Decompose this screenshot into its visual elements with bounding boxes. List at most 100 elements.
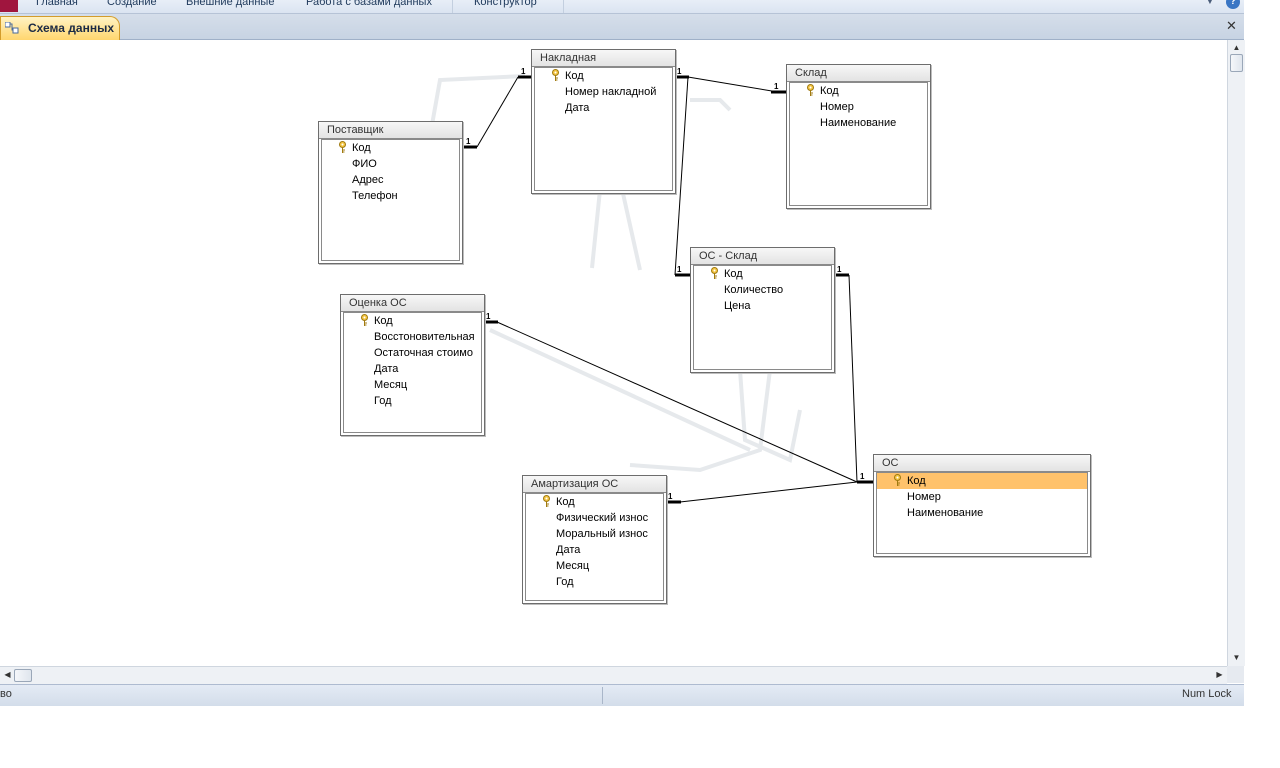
field-label: Код bbox=[556, 496, 575, 508]
table-field[interactable]: Цена bbox=[694, 298, 831, 314]
table-field[interactable]: Код bbox=[526, 494, 663, 510]
table-field[interactable]: Месяц bbox=[344, 377, 481, 393]
field-label: Год bbox=[556, 576, 574, 588]
ribbon-tab-external-data[interactable]: Внешние данные bbox=[186, 0, 275, 8]
table-field[interactable]: Наименование bbox=[790, 115, 927, 131]
table-field[interactable]: Месяц bbox=[526, 558, 663, 574]
table-field[interactable]: Код bbox=[344, 313, 481, 329]
relationship-one-label: 1 bbox=[466, 137, 471, 146]
scroll-up-icon[interactable]: ▲ bbox=[1232, 43, 1241, 52]
horizontal-scrollbar[interactable]: ◀ ▶ bbox=[0, 666, 1227, 684]
horizontal-scroll-thumb[interactable] bbox=[14, 669, 32, 682]
file-button[interactable] bbox=[0, 0, 18, 12]
table-field[interactable]: Остаточная стоимо bbox=[344, 345, 481, 361]
primary-key-icon bbox=[339, 141, 346, 153]
table-field[interactable]: Номер bbox=[790, 99, 927, 115]
field-label: Телефон bbox=[352, 190, 398, 202]
field-label: Адрес bbox=[352, 174, 384, 186]
table-field[interactable]: Дата bbox=[535, 100, 672, 116]
table-field[interactable]: Дата bbox=[344, 361, 481, 377]
table-field[interactable]: Код bbox=[877, 473, 1087, 489]
relationship-shadow-lines bbox=[428, 74, 802, 473]
table-field[interactable]: Моральный износ bbox=[526, 526, 663, 542]
field-label: Наименование bbox=[820, 117, 897, 129]
primary-key-icon bbox=[552, 69, 559, 81]
field-label: Количество bbox=[724, 284, 784, 296]
relationship-one-label: 1 bbox=[774, 82, 779, 91]
scroll-down-icon[interactable]: ▼ bbox=[1232, 653, 1241, 662]
relationship-one-label: 1 bbox=[521, 67, 526, 76]
table-title[interactable]: ОС - Склад bbox=[691, 248, 834, 265]
table-title[interactable]: ОС bbox=[874, 455, 1090, 472]
primary-key-icon bbox=[543, 495, 550, 507]
table-field[interactable]: ФИО bbox=[322, 156, 459, 172]
table-title[interactable]: Склад bbox=[787, 65, 930, 82]
field-label: Дата bbox=[374, 363, 399, 375]
ribbon-tab-designer[interactable]: Конструктор bbox=[474, 0, 537, 8]
relationship-one-label: 1 bbox=[860, 472, 865, 481]
table-field[interactable]: Код bbox=[694, 266, 831, 282]
field-label: Месяц bbox=[374, 379, 408, 391]
table-field[interactable]: Код bbox=[535, 68, 672, 84]
table-field[interactable]: Физический износ bbox=[526, 510, 663, 526]
help-icon[interactable]: ? bbox=[1226, 0, 1240, 9]
table-field[interactable]: Дата bbox=[526, 542, 663, 558]
table-title[interactable]: Накладная bbox=[532, 50, 675, 67]
vertical-scroll-thumb[interactable] bbox=[1230, 54, 1243, 72]
field-label: Код bbox=[820, 85, 839, 97]
status-text: во bbox=[0, 688, 12, 700]
table-title[interactable]: Амартизация ОС bbox=[523, 476, 666, 493]
table-field[interactable]: Год bbox=[344, 393, 481, 409]
field-label: Номер накладной bbox=[565, 86, 657, 98]
ribbon-tab-create[interactable]: Создание bbox=[107, 0, 157, 8]
field-label: Восстоновительная bbox=[374, 331, 475, 343]
table-field[interactable]: Телефон bbox=[322, 188, 459, 204]
field-label: Код bbox=[352, 142, 371, 154]
ribbon-tab-database-tools[interactable]: Работа с базами данных bbox=[306, 0, 432, 8]
ribbon-tab-home[interactable]: Главная bbox=[36, 0, 78, 8]
field-label: Моральный износ bbox=[556, 528, 648, 540]
relationships-icon bbox=[5, 22, 19, 34]
table-title[interactable]: Оценка ОС bbox=[341, 295, 484, 312]
relationship-lines: 1 1 1 1 1 1 1 1 1 bbox=[428, 67, 874, 504]
table-field[interactable]: Адрес bbox=[322, 172, 459, 188]
table-title[interactable]: Поставщик bbox=[319, 122, 462, 139]
field-label: Остаточная стоимо bbox=[374, 347, 473, 359]
document-tab-bar: Схема данных ✕ bbox=[0, 14, 1244, 40]
table-field[interactable]: Код bbox=[790, 83, 927, 99]
field-label: Наименование bbox=[907, 507, 984, 519]
scroll-right-icon[interactable]: ▶ bbox=[1216, 670, 1223, 679]
document-tab-data-schema[interactable]: Схема данных bbox=[0, 16, 120, 40]
table-field[interactable]: Номер накладной bbox=[535, 84, 672, 100]
table-field[interactable]: Количество bbox=[694, 282, 831, 298]
table-field[interactable]: Номер bbox=[877, 489, 1087, 505]
table-field[interactable]: Год bbox=[526, 574, 663, 590]
close-document-icon[interactable]: ✕ bbox=[1226, 18, 1237, 33]
table-field[interactable]: Восстоновительная bbox=[344, 329, 481, 345]
ribbon: Главная Создание Внешние данные Работа с… bbox=[0, 0, 1244, 14]
ribbon-collapse-chevron-icon[interactable]: ▼ bbox=[1205, 0, 1215, 7]
relationship-one-label: 1 bbox=[837, 265, 842, 274]
scroll-left-icon[interactable]: ◀ bbox=[4, 670, 11, 679]
field-label: ФИО bbox=[352, 158, 377, 170]
primary-key-icon bbox=[894, 474, 901, 486]
vertical-scrollbar[interactable]: ▲ ▼ bbox=[1227, 40, 1245, 666]
table-field[interactable]: Код bbox=[322, 140, 459, 156]
num-lock-indicator: Num Lock bbox=[1182, 688, 1232, 700]
table-field[interactable]: Наименование bbox=[877, 505, 1087, 521]
